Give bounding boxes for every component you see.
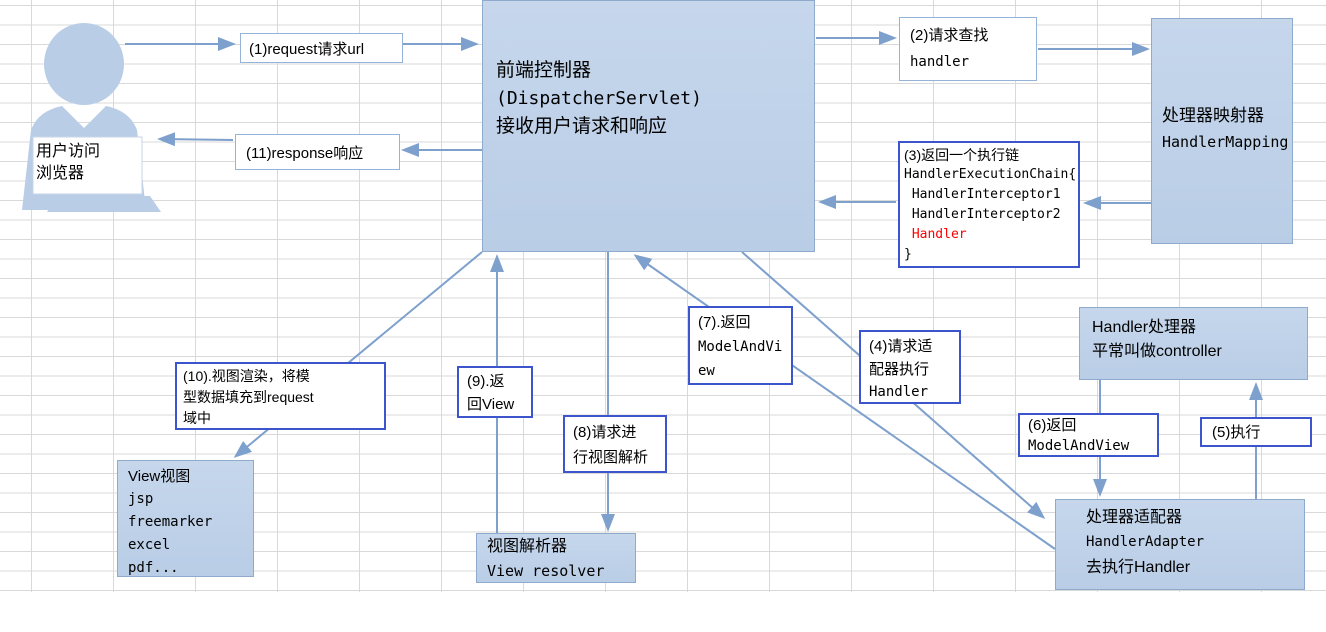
arrow-step7-adapter-to-dispatcher	[633, 254, 1056, 550]
step9-return-view-label: (9).返 回View	[457, 366, 533, 418]
step-text-line: 型数据填充到request	[183, 389, 314, 405]
step-text-line: 行视图解析	[573, 449, 649, 466]
step-text-line: (4)请求适	[869, 338, 933, 355]
step-text-line: (1)request请求url	[249, 41, 365, 58]
step-text-line: ModelAndView	[1028, 438, 1130, 454]
laptop-screen-shape	[32, 136, 143, 195]
laptop-base-shape	[47, 196, 161, 212]
step8-view-resolve-label: (8)请求进 行视图解析	[563, 415, 667, 473]
step-text-line: HandlerInterceptor1	[904, 187, 1061, 202]
step-text-line: (6)返回	[1028, 417, 1077, 434]
node-text-line: 处理器映射器	[1162, 106, 1264, 125]
step-text-line: Handler	[869, 384, 929, 400]
step-text-line: HandlerInterceptor2	[904, 207, 1061, 222]
step-text-line: (5)执行	[1212, 424, 1261, 441]
node-text-line: View视图	[128, 468, 191, 485]
node-text-line: View resolver	[487, 562, 605, 580]
node-text-line: 处理器适配器	[1086, 509, 1183, 526]
node-text-line: pdf...	[128, 560, 179, 576]
step-text-line: 配器执行	[869, 361, 930, 378]
node-text-line: freemarker	[128, 514, 213, 530]
step6-return-modelandview-label: (6)返回 ModelAndView	[1018, 413, 1159, 457]
step-text-line: HandlerExecutionChain{	[904, 167, 1077, 182]
arrow-step11-label-to-user	[157, 132, 234, 147]
user-head-shape	[44, 23, 124, 105]
node-text-line: HandlerAdapter	[1086, 534, 1205, 550]
step10-view-render-label: (10).视图渲染，将模 型数据填充到request 域中	[175, 362, 386, 430]
node-text-line: 前端控制器	[496, 60, 592, 81]
node-text-line: 视图解析器	[487, 538, 568, 555]
step-text-line: }	[904, 247, 912, 262]
node-text-line: excel	[128, 537, 171, 553]
step1-request-url-label: (1)request请求url	[240, 33, 403, 63]
node-text-line: jsp	[128, 491, 154, 507]
step-text-line-handler-red: Handler	[904, 227, 967, 242]
step-text-line: (2)请求查找	[910, 27, 989, 44]
view-node: View视图 jsp freemarker excel pdf...	[117, 460, 254, 577]
step-text-line: ew	[698, 363, 715, 379]
node-text-line: HandlerMapping	[1162, 133, 1289, 151]
step11-response-label: (11)response响应	[235, 134, 400, 170]
step-text-line: handler	[910, 54, 970, 70]
step-text-line: (10).视图渲染，将模	[183, 368, 310, 384]
step7-return-modelandview-label: (7).返回 ModelAndVi ew	[688, 306, 793, 385]
user-label-line: 浏览器	[36, 165, 85, 182]
step4-request-adapter-label: (4)请求适 配器执行 Handler	[859, 330, 961, 404]
view-resolver-node: 视图解析器 View resolver	[476, 533, 636, 583]
dispatcher-servlet-node: 前端控制器 (DispatcherServlet) 接收用户请求和响应	[482, 0, 815, 252]
user-label-line: 用户访问	[36, 143, 101, 160]
node-text-line: Handler处理器	[1092, 319, 1197, 336]
handler-controller-node: Handler处理器 平常叫做controller	[1079, 307, 1308, 380]
step-text-line: (9).返	[467, 373, 505, 390]
node-text-line: 平常叫做controller	[1092, 343, 1222, 360]
user-browser-icon	[22, 23, 161, 212]
handler-adapter-node: 处理器适配器 HandlerAdapter 去执行Handler	[1055, 499, 1305, 590]
step2-find-handler-label: (2)请求查找 handler	[899, 17, 1037, 81]
user-browser-label: 用户访问 浏览器	[36, 141, 100, 185]
node-text-line: (DispatcherServlet)	[496, 88, 702, 109]
handler-mapping-node: 处理器映射器 HandlerMapping	[1151, 18, 1293, 244]
step5-execute-label: (5)执行	[1200, 417, 1312, 447]
step-text-line: (11)response响应	[246, 145, 364, 162]
step-text-line: 回View	[467, 396, 515, 413]
node-text-line: 接收用户请求和响应	[496, 116, 668, 137]
step3-execution-chain-label: (3)返回一个执行链 HandlerExecutionChain{ Handle…	[898, 141, 1080, 268]
step-text-line: (3)返回一个执行链	[904, 147, 1020, 163]
node-text-line: 去执行Handler	[1086, 559, 1191, 576]
step-text-line: (7).返回	[698, 314, 751, 331]
step-text-line: (8)请求进	[573, 424, 637, 441]
step-text-line: ModelAndVi	[698, 339, 783, 355]
step-text-line: 域中	[183, 410, 211, 426]
